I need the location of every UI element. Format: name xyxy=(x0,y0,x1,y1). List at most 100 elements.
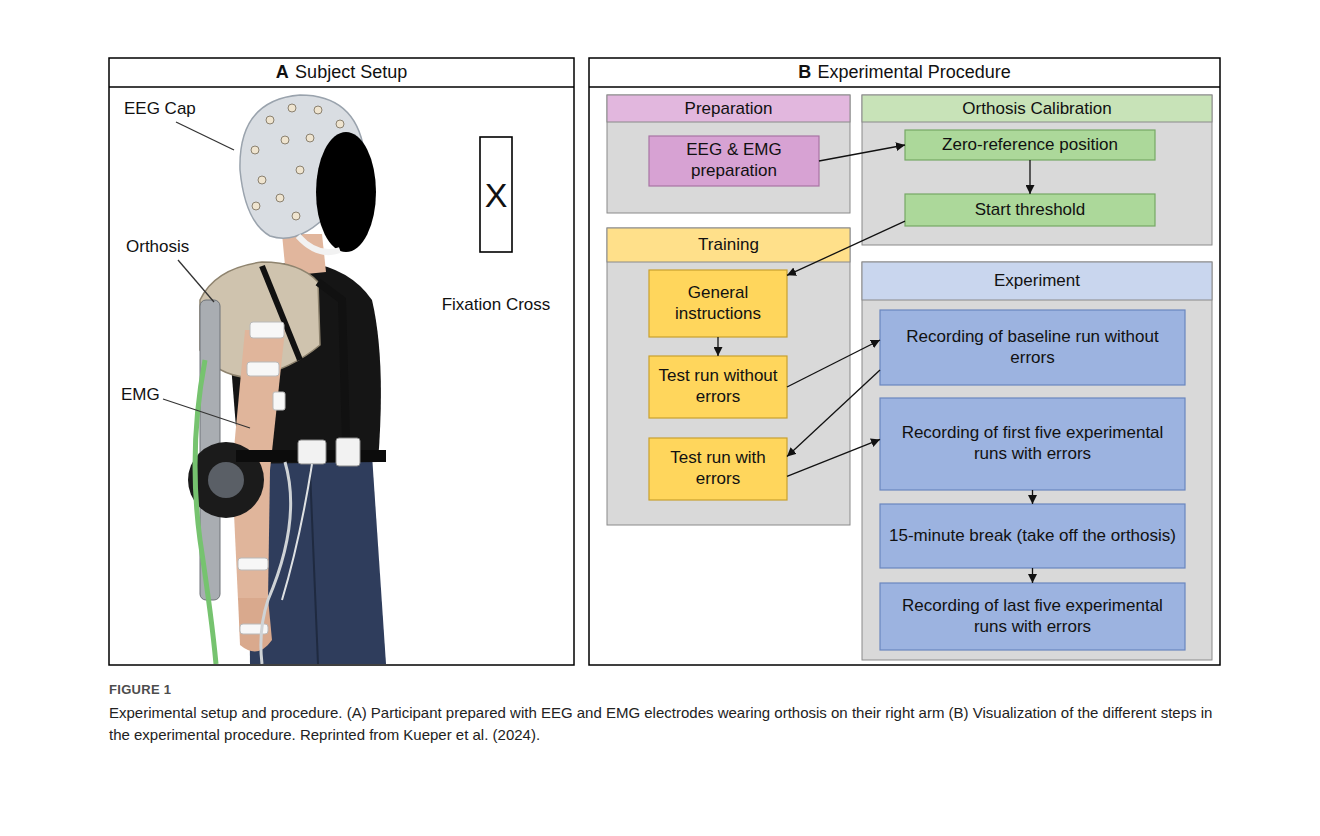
node-frame xyxy=(862,95,1212,245)
group-header-band xyxy=(862,95,1212,122)
cable xyxy=(261,462,291,664)
node-frame xyxy=(589,58,1220,665)
panel-letter: A xyxy=(276,62,289,83)
cable xyxy=(195,360,216,664)
panel-title: Subject Setup xyxy=(295,62,407,83)
figure-caption: Experimental setup and procedure. (A) Pa… xyxy=(109,704,1212,743)
process-box: General instructions xyxy=(649,270,787,337)
chin-strap xyxy=(298,236,340,252)
leader-lines xyxy=(163,122,250,428)
node-frame xyxy=(880,583,1185,650)
panel-divider xyxy=(109,86,574,88)
step-group: PreparationEEG & EMG preparation xyxy=(607,95,850,213)
process-box: Recording of last five experimental runs… xyxy=(880,583,1185,650)
panel-header: BExperimental Procedure xyxy=(589,58,1220,87)
step-text: Recording of baseline run without errors xyxy=(888,327,1177,368)
group-body xyxy=(862,95,1212,245)
flow-arrow xyxy=(787,221,905,275)
node-frame xyxy=(109,58,574,665)
figure-panel: BExperimental ProcedurePreparationEEG & … xyxy=(589,58,1220,665)
fixation-cross-box: X xyxy=(480,137,512,252)
box-frame xyxy=(649,438,787,500)
group-header: Experiment xyxy=(862,262,1212,300)
flow-arrow xyxy=(787,340,880,387)
step-text: EEG & EMG preparation xyxy=(657,140,811,181)
node-frame xyxy=(905,194,1155,226)
leader-line xyxy=(176,122,234,150)
label-slot: Orthosis xyxy=(126,237,226,257)
group-header: Orthosis Calibration xyxy=(862,95,1212,122)
box-frame xyxy=(880,310,1185,385)
label-slot: EMG xyxy=(121,385,201,405)
group-title: Preparation xyxy=(685,99,773,119)
figure-title-slot: FIGURE 1 xyxy=(109,682,171,697)
step-text: Start threshold xyxy=(975,200,1086,221)
flow-arrow xyxy=(1032,568,1033,583)
step-text: Test run without errors xyxy=(657,366,779,407)
part-label: EEG Cap xyxy=(124,99,196,118)
box-frame xyxy=(649,356,787,418)
box-frame xyxy=(905,130,1155,160)
node-frame xyxy=(905,130,1155,160)
process-box: Test run without errors xyxy=(649,356,787,418)
figure-caption-slot: Experimental setup and procedure. (A) Pa… xyxy=(109,702,1220,746)
node-frame xyxy=(649,136,819,186)
step-text: Test run with errors xyxy=(657,448,779,489)
part-label: Fixation Cross xyxy=(442,295,551,314)
cable xyxy=(282,464,312,600)
label-slot: EEG Cap xyxy=(124,99,224,119)
step-group: Orthosis CalibrationZero-reference posit… xyxy=(862,95,1212,245)
flow-arrow xyxy=(1029,160,1030,194)
fixation-mark: X xyxy=(485,178,508,212)
process-box: EEG & EMG preparation xyxy=(649,136,819,186)
node-frame xyxy=(862,262,1212,660)
group-body xyxy=(607,228,850,525)
flow-arrow xyxy=(819,145,905,161)
orthosis-joint-hub xyxy=(208,462,244,498)
flow-arrow xyxy=(787,439,880,476)
group-title: Experiment xyxy=(994,271,1080,291)
face-mask xyxy=(316,132,376,252)
group-header: Training xyxy=(607,228,850,262)
step-text: General instructions xyxy=(657,283,779,324)
flow-arrow xyxy=(717,337,718,356)
node-frame xyxy=(649,438,787,500)
step-text: Recording of last five experimental runs… xyxy=(888,596,1177,637)
process-box: Recording of baseline run without errors xyxy=(880,310,1185,385)
figure-title: FIGURE 1 xyxy=(109,682,171,697)
box-frame xyxy=(649,136,819,186)
process-box: Recording of first five experimental run… xyxy=(880,398,1185,490)
panel-header: A Subject Setup xyxy=(109,58,574,87)
node-frame xyxy=(607,228,850,525)
leader-line xyxy=(163,399,250,428)
group-body xyxy=(862,262,1212,660)
step-group: ExperimentRecording of baseline run with… xyxy=(862,262,1212,660)
group-title: Orthosis Calibration xyxy=(962,99,1111,119)
group-header-band xyxy=(607,228,850,262)
group-title: Training xyxy=(698,235,759,255)
process-box: 15-minute break (take off the orthosis) xyxy=(880,504,1185,568)
node-frame xyxy=(880,310,1185,385)
step-text: 15-minute break (take off the orthosis) xyxy=(889,526,1176,547)
process-box: Zero-reference position xyxy=(905,130,1155,160)
label-slot: Fixation Cross xyxy=(416,295,576,315)
step-text: Recording of first five experimental run… xyxy=(888,423,1177,464)
figure-panel: A Subject SetupX xyxy=(109,58,574,665)
panel-divider xyxy=(589,86,1220,88)
group-body xyxy=(607,95,850,213)
node-frame xyxy=(607,95,850,213)
box-frame xyxy=(880,583,1185,650)
leader-line xyxy=(178,260,214,302)
flow-arrow xyxy=(787,370,880,457)
box-frame xyxy=(649,270,787,337)
panel-letter: B xyxy=(798,62,811,83)
node-frame xyxy=(649,356,787,418)
part-label: Orthosis xyxy=(126,237,189,256)
emg-amplifier xyxy=(298,440,326,464)
orthosis-strap xyxy=(318,282,346,440)
node-frame xyxy=(880,504,1185,568)
jeans-seam xyxy=(310,470,318,664)
emg-electrodes xyxy=(238,322,285,634)
group-header-band xyxy=(862,262,1212,300)
part-label: EMG xyxy=(121,385,160,404)
